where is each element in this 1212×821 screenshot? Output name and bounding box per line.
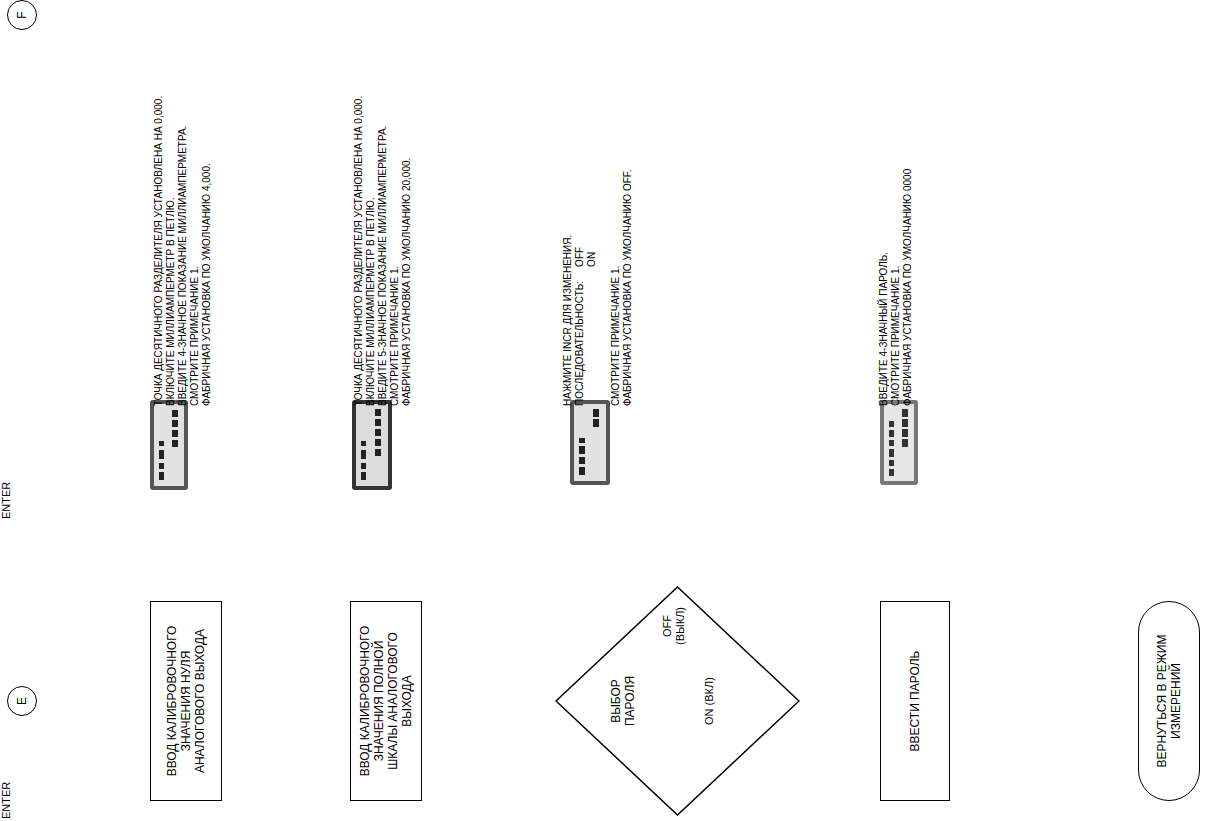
note-line: ВВЕДИТЕ 4-ЗНАЧНЫЙ ПАРОЛЬ. [878, 71, 890, 406]
connector-letter: F [15, 11, 29, 18]
note-line: ВКЛЮЧИТЕ МИЛЛИАМПЕРМЕТР В ПЕТЛЮ. [365, 61, 377, 406]
edge-label: ENTER [0, 480, 13, 521]
lcd-frame [352, 400, 392, 490]
note-text: НАЖМИТЕ INCR ДЛЯ ИЗМЕНЕНИЯ.ПОСЛЕДОВАТЕЛЬ… [562, 61, 634, 406]
box-text: ВВОД КАЛИБРОВОЧНОГО ЗНАЧЕНИЯ ПОЛНОЙ ШКАЛ… [358, 622, 414, 780]
decision-diamond: ВЫБОР ПАРОЛЯ OFF (ВЫКЛ) ON (ВКЛ) [555, 586, 800, 816]
note-text: ТОЧКА ДЕСЯТИЧНОГО РАЗДЕЛИТЕЛЯ УСТАНОВЛЕН… [353, 61, 413, 406]
node-text-group: F [15, 11, 29, 18]
lcd-display [880, 400, 918, 485]
note-line: ВВЕДИТЕ 5-ЗНАЧНОЕ ПОКАЗАНИЕ МИЛЛИАМПЕРМЕ… [377, 61, 389, 406]
node-text-group: ВВОД КАЛИБРОВОЧНОГО ЗНАЧЕНИЯ ПОЛНОЙ ШКАЛ… [358, 622, 414, 780]
note-line: ПОСЛЕДОВАТЕЛЬНОСТЬ: [574, 281, 598, 406]
note-line: ВВЕДИТЕ 4-ЗНАЧНОЕ ПОКАЗАНИЕ МИЛЛИАМПЕРМЕ… [177, 61, 189, 406]
note-line: СМОТРИТЕ ПРИМЕЧАНИЕ 1. [389, 61, 401, 406]
box-text: ВВОД КАЛИБРОВОЧНОГО ЗНАЧЕНИЯ НУЛЯ АНАЛОГ… [165, 622, 207, 780]
note-text: ВВЕДИТЕ 4-ЗНАЧНЫЙ ПАРОЛЬ.СМОТРИТЕ ПРИМЕЧ… [878, 71, 914, 406]
connector-circle: F [7, 0, 37, 30]
lcd-glass [574, 404, 606, 481]
note-line: СМОТРИТЕ ПРИМЕЧАНИЕ 1. [890, 71, 902, 406]
node-text-group: E [15, 697, 29, 705]
note-line: ТОЧКА ДЕСЯТИЧНОГО РАЗДЕЛИТЕЛЯ УСТАНОВЛЕН… [353, 61, 365, 406]
process-box: ВВЕСТИ ПАРОЛЬ [880, 601, 950, 801]
sequence-value: OFF [574, 247, 586, 267]
lcd-display [352, 400, 392, 490]
lcd-display [570, 400, 610, 485]
note-spacer [598, 61, 610, 406]
sequence-values: OFFON [574, 247, 598, 267]
lcd-frame [150, 400, 188, 490]
note-line: СМОТРИТЕ ПРИМЕЧАНИЕ 1. [610, 61, 622, 406]
note-text: ТОЧКА ДЕСЯТИЧНОГО РАЗДЕЛИТЕЛЯ УСТАНОВЛЕН… [153, 61, 213, 406]
lcd-glass [884, 404, 914, 481]
edge-label: ENTER [0, 780, 13, 821]
connector-letter: E [15, 697, 29, 705]
box-text: ВВЕСТИ ПАРОЛЬ [908, 651, 922, 752]
note-line: ВКЛЮЧИТЕ МИЛЛИАМПЕРМЕТР В ПЕТЛЮ. [165, 61, 177, 406]
connector-circle: E [7, 686, 37, 716]
note-line: НАЖМИТЕ INCR ДЛЯ ИЗМЕНЕНИЯ. [562, 61, 574, 406]
branch-label: OFF (ВЫКЛ) [661, 602, 687, 650]
lcd-glyphs [889, 409, 908, 476]
decision-text: ВЫБОР ПАРОЛЯ [609, 656, 637, 746]
box-text: ВЕРНУТЬСЯ В РЕЖИМ ИЗМЕРЕНИЙ [1155, 622, 1183, 780]
lcd-display [150, 400, 188, 490]
sequence-value: ON [586, 247, 598, 267]
process-box: ВВОД КАЛИБРОВОЧНОГО ЗНАЧЕНИЯ ПОЛНОЙ ШКАЛ… [350, 601, 422, 801]
note-line: ФАБРИЧНАЯ УСТАНОВКА ПО УМОЛЧАНИЮ OFF. [622, 61, 634, 406]
diamond-shape [556, 587, 799, 815]
lcd-glyphs [579, 409, 599, 475]
note-line: ФАБРИЧНАЯ УСТАНОВКА ПО УМОЛЧАНИЮ 0000 [902, 71, 914, 406]
note-line: ТОЧКА ДЕСЯТИЧНОГО РАЗДЕЛИТЕЛЯ УСТАНОВЛЕН… [153, 61, 165, 406]
node-text-group: ВВОД КАЛИБРОВОЧНОГО ЗНАЧЕНИЯ НУЛЯ АНАЛОГ… [165, 622, 207, 780]
lcd-glass [154, 404, 184, 486]
note-line: ФАБРИЧНАЯ УСТАНОВКА ПО УМОЛЧАНИЮ 20,000. [401, 61, 413, 406]
lcd-glyphs [159, 410, 178, 480]
terminal-box: ВЕРНУТЬСЯ В РЕЖИМ ИЗМЕРЕНИЙ [1138, 601, 1200, 801]
process-box: ВВОД КАЛИБРОВОЧНОГО ЗНАЧЕНИЯ НУЛЯ АНАЛОГ… [150, 601, 222, 801]
lcd-glyphs [361, 409, 381, 480]
node-text-group: ВЕРНУТЬСЯ В РЕЖИМ ИЗМЕРЕНИЙ [1155, 622, 1183, 780]
branch-label: ON (ВКЛ) [703, 676, 716, 726]
lcd-glass [356, 404, 388, 486]
lcd-frame [880, 400, 918, 485]
note-line: ФАБРИЧНАЯ УСТАНОВКА ПО УМОЛЧАНИЮ 4,000. [201, 61, 213, 406]
lcd-frame [570, 400, 610, 485]
node-text-group: ВВЕСТИ ПАРОЛЬ [908, 651, 922, 752]
sequence-row: ПОСЛЕДОВАТЕЛЬНОСТЬ: OFFON [574, 61, 598, 406]
note-line: СМОТРИТЕ ПРИМЕЧАНИЕ 1. [189, 61, 201, 406]
